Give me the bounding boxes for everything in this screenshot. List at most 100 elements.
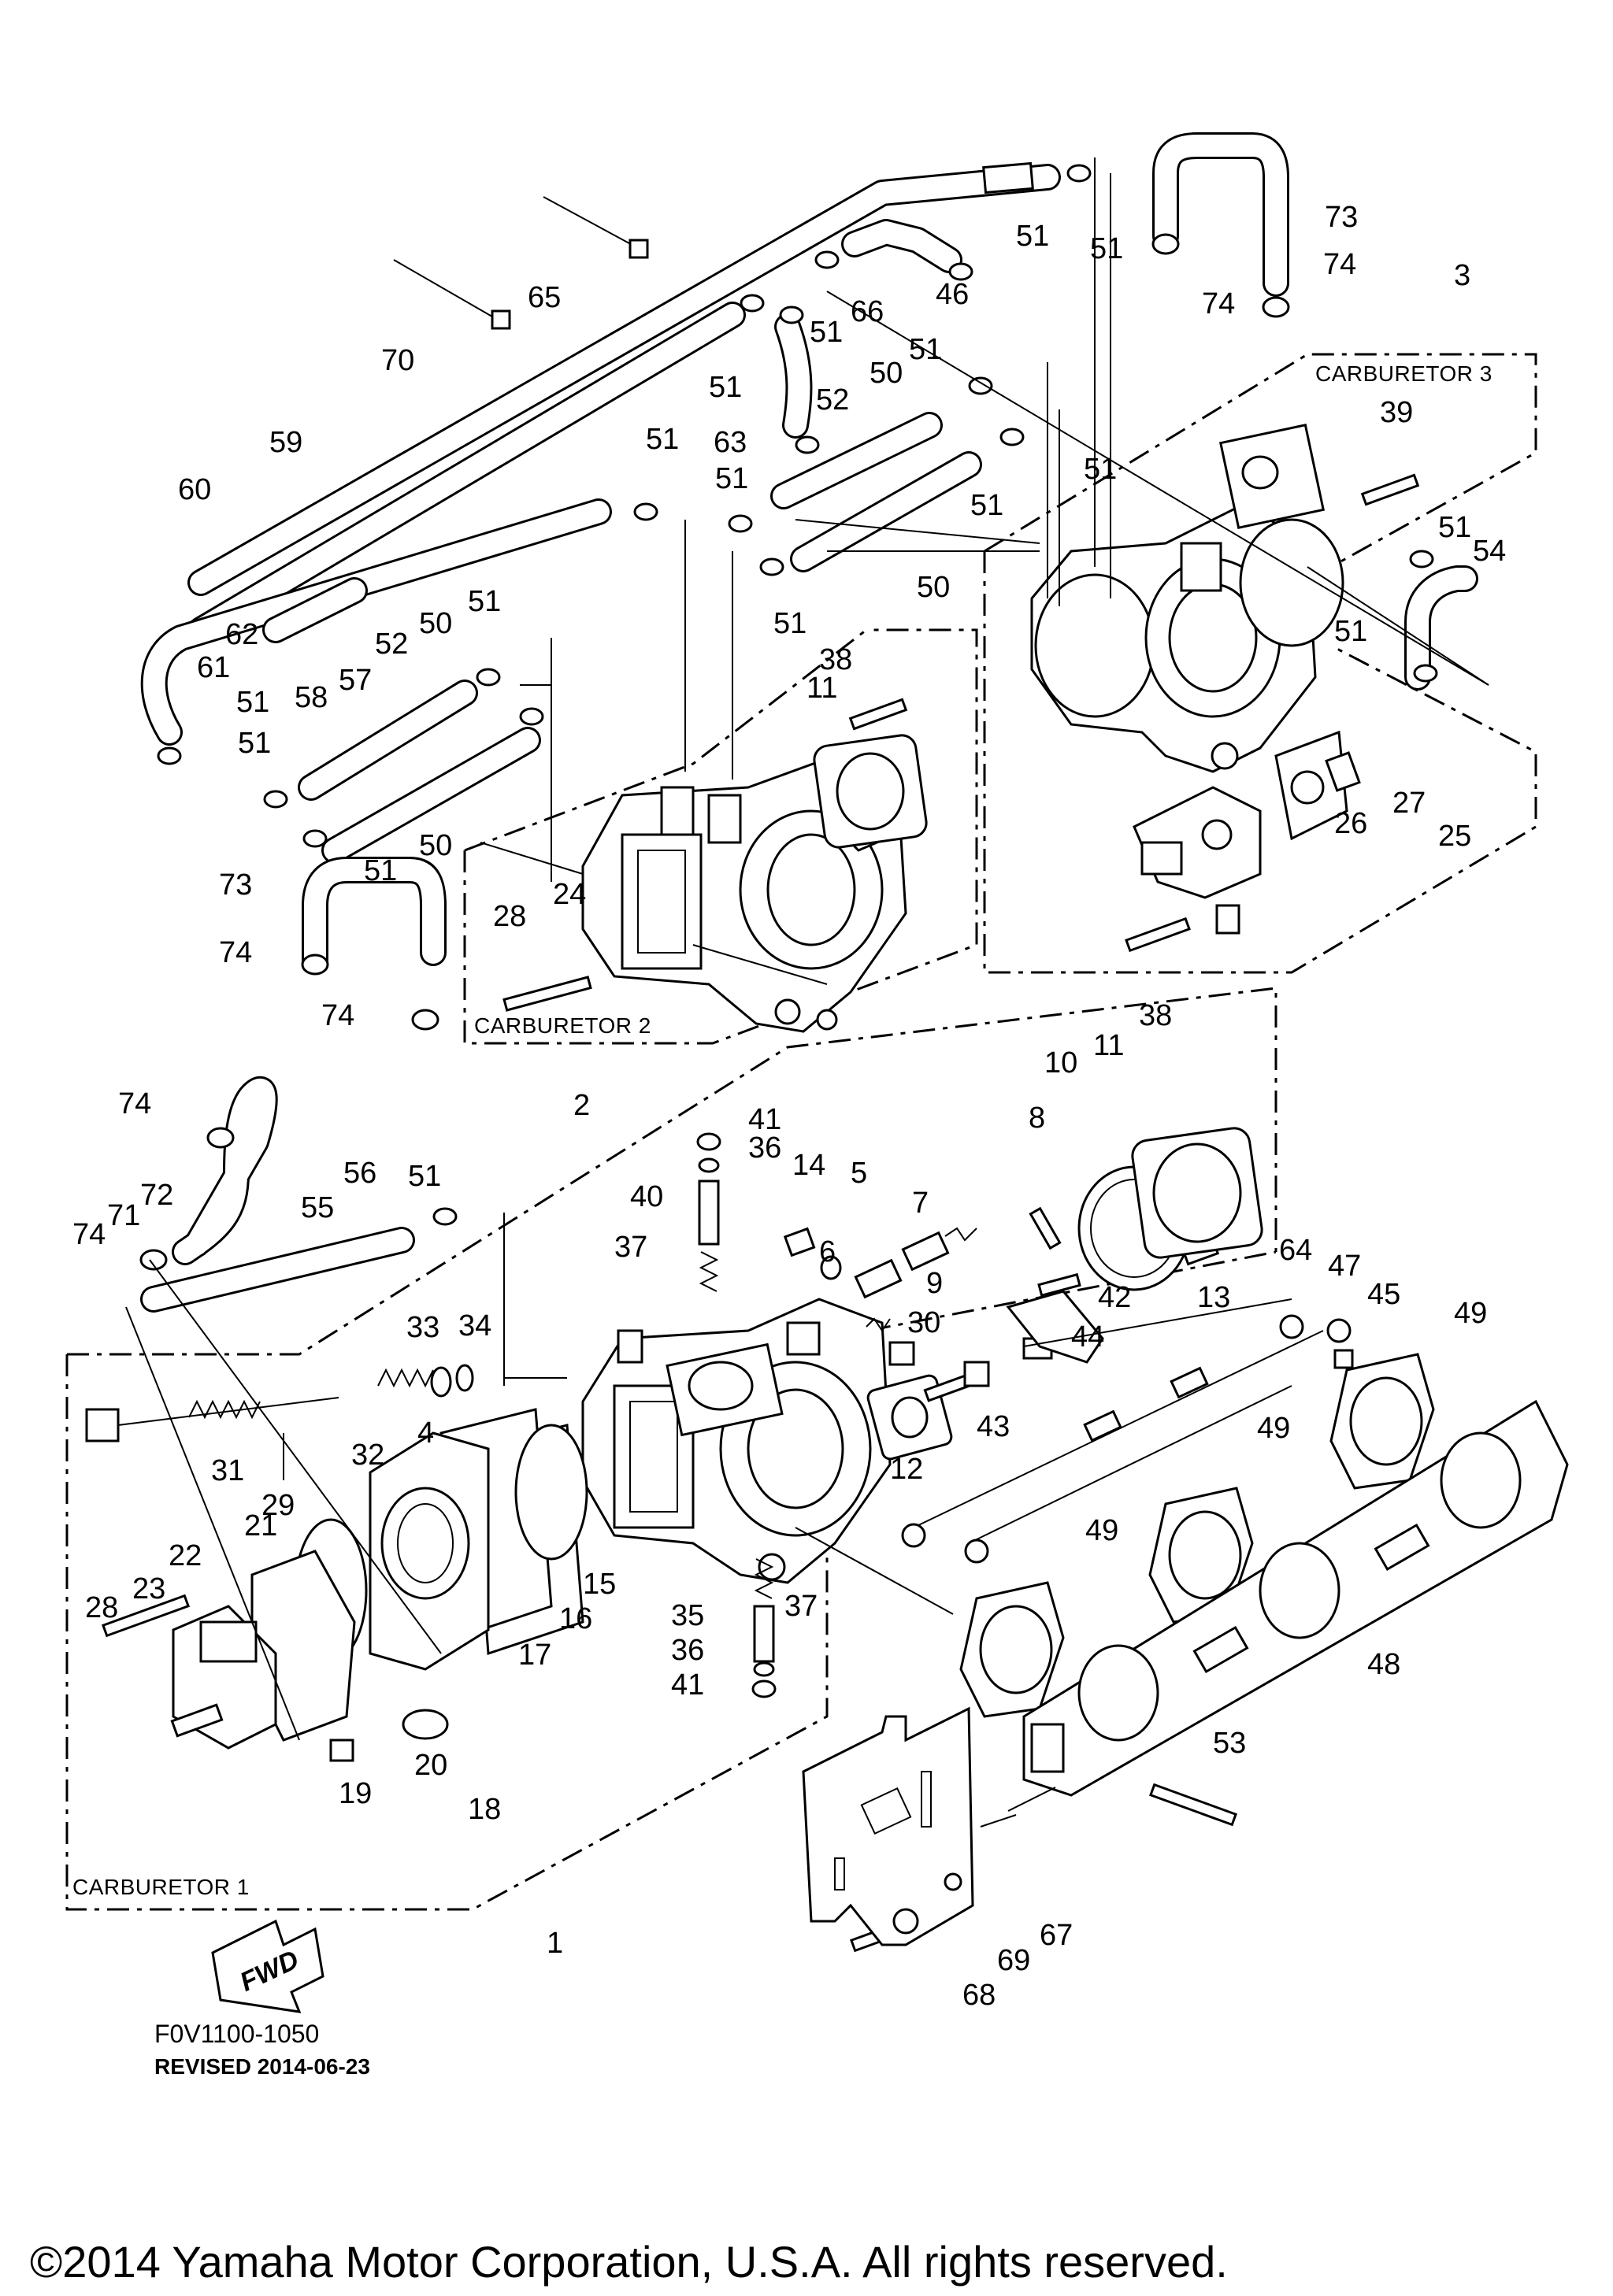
diaphragm-15 xyxy=(514,1424,588,1561)
callout-74-b: 74 xyxy=(1323,248,1356,281)
callout-36-lower: 36 xyxy=(671,1634,704,1667)
cable-tie-70 xyxy=(393,259,511,330)
callout-49-right: 49 xyxy=(1454,1297,1487,1330)
hose-73-top xyxy=(1152,132,1289,297)
cover-22-23 xyxy=(170,1605,277,1750)
callout-37-upper: 37 xyxy=(614,1231,647,1264)
carburetor-3-body xyxy=(1030,423,1344,773)
fuel-hose-60 xyxy=(187,302,746,643)
fuel-hose-long-59 xyxy=(187,161,1061,596)
callout-50-d: 50 xyxy=(419,829,452,862)
hose-54 xyxy=(1404,565,1478,691)
callout-10: 10 xyxy=(1044,1046,1077,1079)
callout-26: 26 xyxy=(1334,807,1367,840)
hoses-50-52-upper xyxy=(770,412,982,572)
callout-51-j: 51 xyxy=(468,585,501,618)
callout-45: 45 xyxy=(1367,1278,1400,1311)
callout-6: 6 xyxy=(819,1235,836,1268)
callout-63: 63 xyxy=(714,426,747,459)
callout-71: 71 xyxy=(107,1199,140,1232)
callout-43: 43 xyxy=(977,1410,1010,1443)
throttle-stop-screw-31 xyxy=(85,1397,339,1442)
callout-51-i: 51 xyxy=(773,607,806,640)
callout-17: 17 xyxy=(518,1639,551,1672)
carburetor-3-boundary xyxy=(983,353,1537,974)
copyright-notice: ©2014 Yamaha Motor Corporation, U.S.A. A… xyxy=(30,2237,1228,2287)
callout-29: 29 xyxy=(261,1489,295,1522)
gasket-11-carb2 xyxy=(813,734,928,849)
callout-34: 34 xyxy=(458,1309,491,1342)
callout-51-c: 51 xyxy=(810,316,843,349)
callout-28-carb2: 28 xyxy=(493,900,526,933)
callout-57: 57 xyxy=(339,664,372,697)
callout-51-g: 51 xyxy=(970,489,1003,522)
needle-valve-parts xyxy=(783,1227,977,1366)
callout-4: 4 xyxy=(417,1416,434,1450)
spring-32 xyxy=(377,1368,434,1388)
air-chamber-cover xyxy=(369,1431,490,1671)
callout-12: 12 xyxy=(890,1453,923,1486)
pilot-jet-stack-upper xyxy=(696,1132,721,1292)
fuel-pump-carb3 xyxy=(1133,786,1262,935)
hose-72-71 xyxy=(172,1076,278,1265)
callout-50-c: 50 xyxy=(419,607,452,640)
callout-21: 21 xyxy=(244,1509,277,1542)
callout-51-p: 51 xyxy=(408,1160,441,1193)
callout-19: 19 xyxy=(339,1777,372,1810)
carburetor-1-body xyxy=(581,1298,892,1584)
o-ring-33-34 xyxy=(430,1364,474,1398)
callout-7: 7 xyxy=(912,1187,929,1220)
callout-50-b: 50 xyxy=(917,571,950,604)
callout-52-upper: 52 xyxy=(816,383,849,417)
callout-24: 24 xyxy=(553,878,586,911)
callout-15: 15 xyxy=(583,1568,616,1601)
callout-31: 31 xyxy=(211,1454,244,1487)
intake-manifold-48 xyxy=(1022,1399,1569,1797)
callout-38-carb2: 38 xyxy=(819,643,852,676)
callout-5: 5 xyxy=(851,1157,867,1190)
callout-64: 64 xyxy=(1279,1234,1312,1267)
callout-51-e: 51 xyxy=(909,333,942,366)
callout-69: 69 xyxy=(997,1944,1030,1977)
callout-52-lower: 52 xyxy=(375,628,408,661)
callout-73-mid: 73 xyxy=(219,868,252,902)
callout-35: 35 xyxy=(671,1599,704,1632)
fuel-hose-57-58 xyxy=(262,577,368,643)
revision-date: REVISED 2014-06-23 xyxy=(154,2054,370,2079)
callout-62: 62 xyxy=(225,618,258,651)
callout-61: 61 xyxy=(197,651,230,684)
callout-33: 33 xyxy=(406,1311,439,1344)
callout-74-d: 74 xyxy=(321,999,354,1032)
callout-51-q: 51 xyxy=(1084,453,1117,486)
callout-51-n: 51 xyxy=(1438,511,1471,544)
pilot-jet-stack-lower xyxy=(751,1558,777,1698)
callout-49-left: 49 xyxy=(1085,1514,1118,1547)
callout-49-mid: 49 xyxy=(1257,1412,1290,1445)
cable-tie-65 xyxy=(543,196,649,259)
hose-55-56 xyxy=(140,1227,415,1313)
hoses-50-52-mid xyxy=(298,680,541,864)
callout-56: 56 xyxy=(343,1157,376,1190)
callout-40: 40 xyxy=(630,1180,663,1213)
callout-72: 72 xyxy=(140,1179,173,1212)
carburetor-1-label: CARBURETOR 1 xyxy=(72,1875,250,1899)
callout-70: 70 xyxy=(381,344,414,377)
leader-lines xyxy=(125,157,1489,1828)
callout-51-l: 51 xyxy=(238,727,271,760)
callout-37-lower: 37 xyxy=(784,1590,818,1623)
callout-11-carb2: 11 xyxy=(806,672,837,705)
callout-74-a: 74 xyxy=(1202,287,1235,320)
manifold-gaskets-49 xyxy=(959,1353,1435,1718)
callout-51-f: 51 xyxy=(715,462,748,495)
callout-51-d: 51 xyxy=(709,371,742,404)
callout-20: 20 xyxy=(414,1749,447,1782)
callout-44: 44 xyxy=(1071,1320,1104,1354)
vent-hose-63 xyxy=(774,313,813,439)
callout-54: 54 xyxy=(1473,535,1506,568)
callout-47: 47 xyxy=(1328,1250,1361,1283)
callout-51-b: 51 xyxy=(1016,220,1049,253)
callout-51-m: 51 xyxy=(364,854,397,887)
callout-3: 3 xyxy=(1454,259,1470,292)
callout-32: 32 xyxy=(351,1439,384,1472)
